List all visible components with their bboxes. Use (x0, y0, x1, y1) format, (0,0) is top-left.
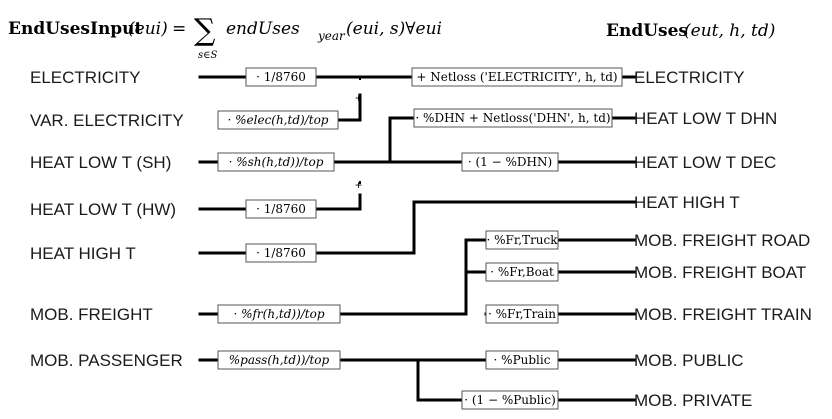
box-sh-text: · %sh(h,td))/top (229, 155, 324, 169)
output-freight-boat: MOB. FREIGHT BOAT (634, 263, 806, 282)
box-freight: · %fr(h,td))/top (217, 304, 341, 324)
output-private: MOB. PRIVATE (634, 391, 752, 410)
box-private: · (1 − %Public) (461, 390, 559, 410)
input-mob-passenger: MOB. PASSENGER (30, 351, 183, 370)
box-dec-text: · (1 − %DHN) (468, 155, 552, 169)
output-freight-road: MOB. FREIGHT ROAD (634, 231, 810, 250)
output-public: MOB. PUBLIC (634, 351, 744, 370)
header-right-bold: EndUses (606, 21, 688, 41)
box-truck-text: · %Fr,Truck (486, 233, 558, 247)
output-electricity: ELECTRICITY (634, 68, 745, 87)
header-left-func: endUses (226, 19, 300, 39)
sum-subscript: s∈S (198, 50, 218, 61)
box-private-text: · (1 − %Public) (464, 393, 556, 407)
box-dhn-text: · %DHN + Netloss('DHN', h, td) (415, 111, 610, 125)
box-public: · %Public (485, 350, 559, 370)
box-sh: · %sh(h,td))/top (217, 152, 335, 172)
box-dhn: · %DHN + Netloss('DHN', h, td) (413, 108, 613, 128)
box-net-loss-elec-text: + Netloss ('ELECTRICITY', h, td) (416, 70, 617, 84)
box-truck: · %Fr,Truck (485, 230, 559, 250)
input-mob-freight: MOB. FREIGHT (30, 305, 153, 324)
connector-lines (198, 75, 636, 402)
box-freight-text: · %fr(h,td))/top (233, 307, 324, 321)
output-heat-low-dhn: HEAT LOW T DHN (634, 109, 777, 128)
plus-sign-2: + (355, 178, 362, 192)
header-left-eq: = (172, 19, 186, 39)
box-boat: · %Fr,Boat (485, 262, 559, 282)
input-heat-low-hw: HEAT LOW T (HW) (30, 200, 176, 219)
box-public-text: · %Public (494, 353, 551, 367)
header-left-paren: (eui) (128, 19, 168, 39)
header-right-args: (eut, h, td) (684, 21, 775, 41)
box-hw-div-text: · 1/8760 (256, 202, 306, 216)
box-net-loss-elec: + Netloss ('ELECTRICITY', h, td) (411, 67, 623, 87)
header-left-subscript: year (317, 29, 346, 43)
header-left-bold: EndUsesInput (8, 19, 143, 39)
input-labels: ELECTRICITY VAR. ELECTRICITY HEAT LOW T … (30, 68, 184, 370)
output-heat-high: HEAT HIGH T (634, 193, 740, 212)
header-left-args: (eui, s)∀eui (346, 19, 442, 39)
box-passenger-text: %pass(h,td))/top (229, 353, 330, 367)
input-heat-low-sh: HEAT LOW T (SH) (30, 153, 171, 172)
box-elec-div-text: · 1/8760 (256, 70, 306, 84)
box-elec-div: · 1/8760 (245, 67, 317, 87)
input-var-electricity: VAR. ELECTRICITY (30, 111, 184, 130)
output-freight-train: MOB. FREIGHT TRAIN (634, 305, 812, 324)
header-left-equation: EndUsesInput (eui) = ∑ s∈S endUses year … (8, 13, 442, 61)
box-high-div: · 1/8760 (245, 243, 317, 263)
box-passenger: %pass(h,td))/top (217, 350, 341, 370)
sum-symbol: ∑ (194, 13, 216, 48)
header-right-equation: EndUses (eut, h, td) (606, 21, 775, 41)
output-labels: ELECTRICITY HEAT LOW T DHN HEAT LOW T DE… (634, 68, 812, 410)
input-electricity: ELECTRICITY (30, 68, 141, 87)
box-high-div-text: · 1/8760 (256, 246, 306, 260)
box-train: · %Fr,Train (485, 304, 559, 324)
box-var-elec-text: · %elec(h,td)/top (228, 113, 329, 127)
box-train-text: · %Fr,Train (488, 307, 556, 321)
output-heat-low-dec: HEAT LOW T DEC (634, 153, 776, 172)
formula-boxes: · 1/8760 · %elec(h,td)/top · %sh(h,td))/… (217, 67, 623, 410)
box-dec: · (1 − %DHN) (461, 152, 559, 172)
box-hw-div: · 1/8760 (245, 199, 317, 219)
box-boat-text: · %Fr,Boat (490, 265, 554, 279)
input-heat-high: HEAT HIGH T (30, 244, 136, 263)
plus-sign-1: + (355, 91, 362, 105)
box-var-elec: · %elec(h,td)/top (217, 110, 339, 130)
